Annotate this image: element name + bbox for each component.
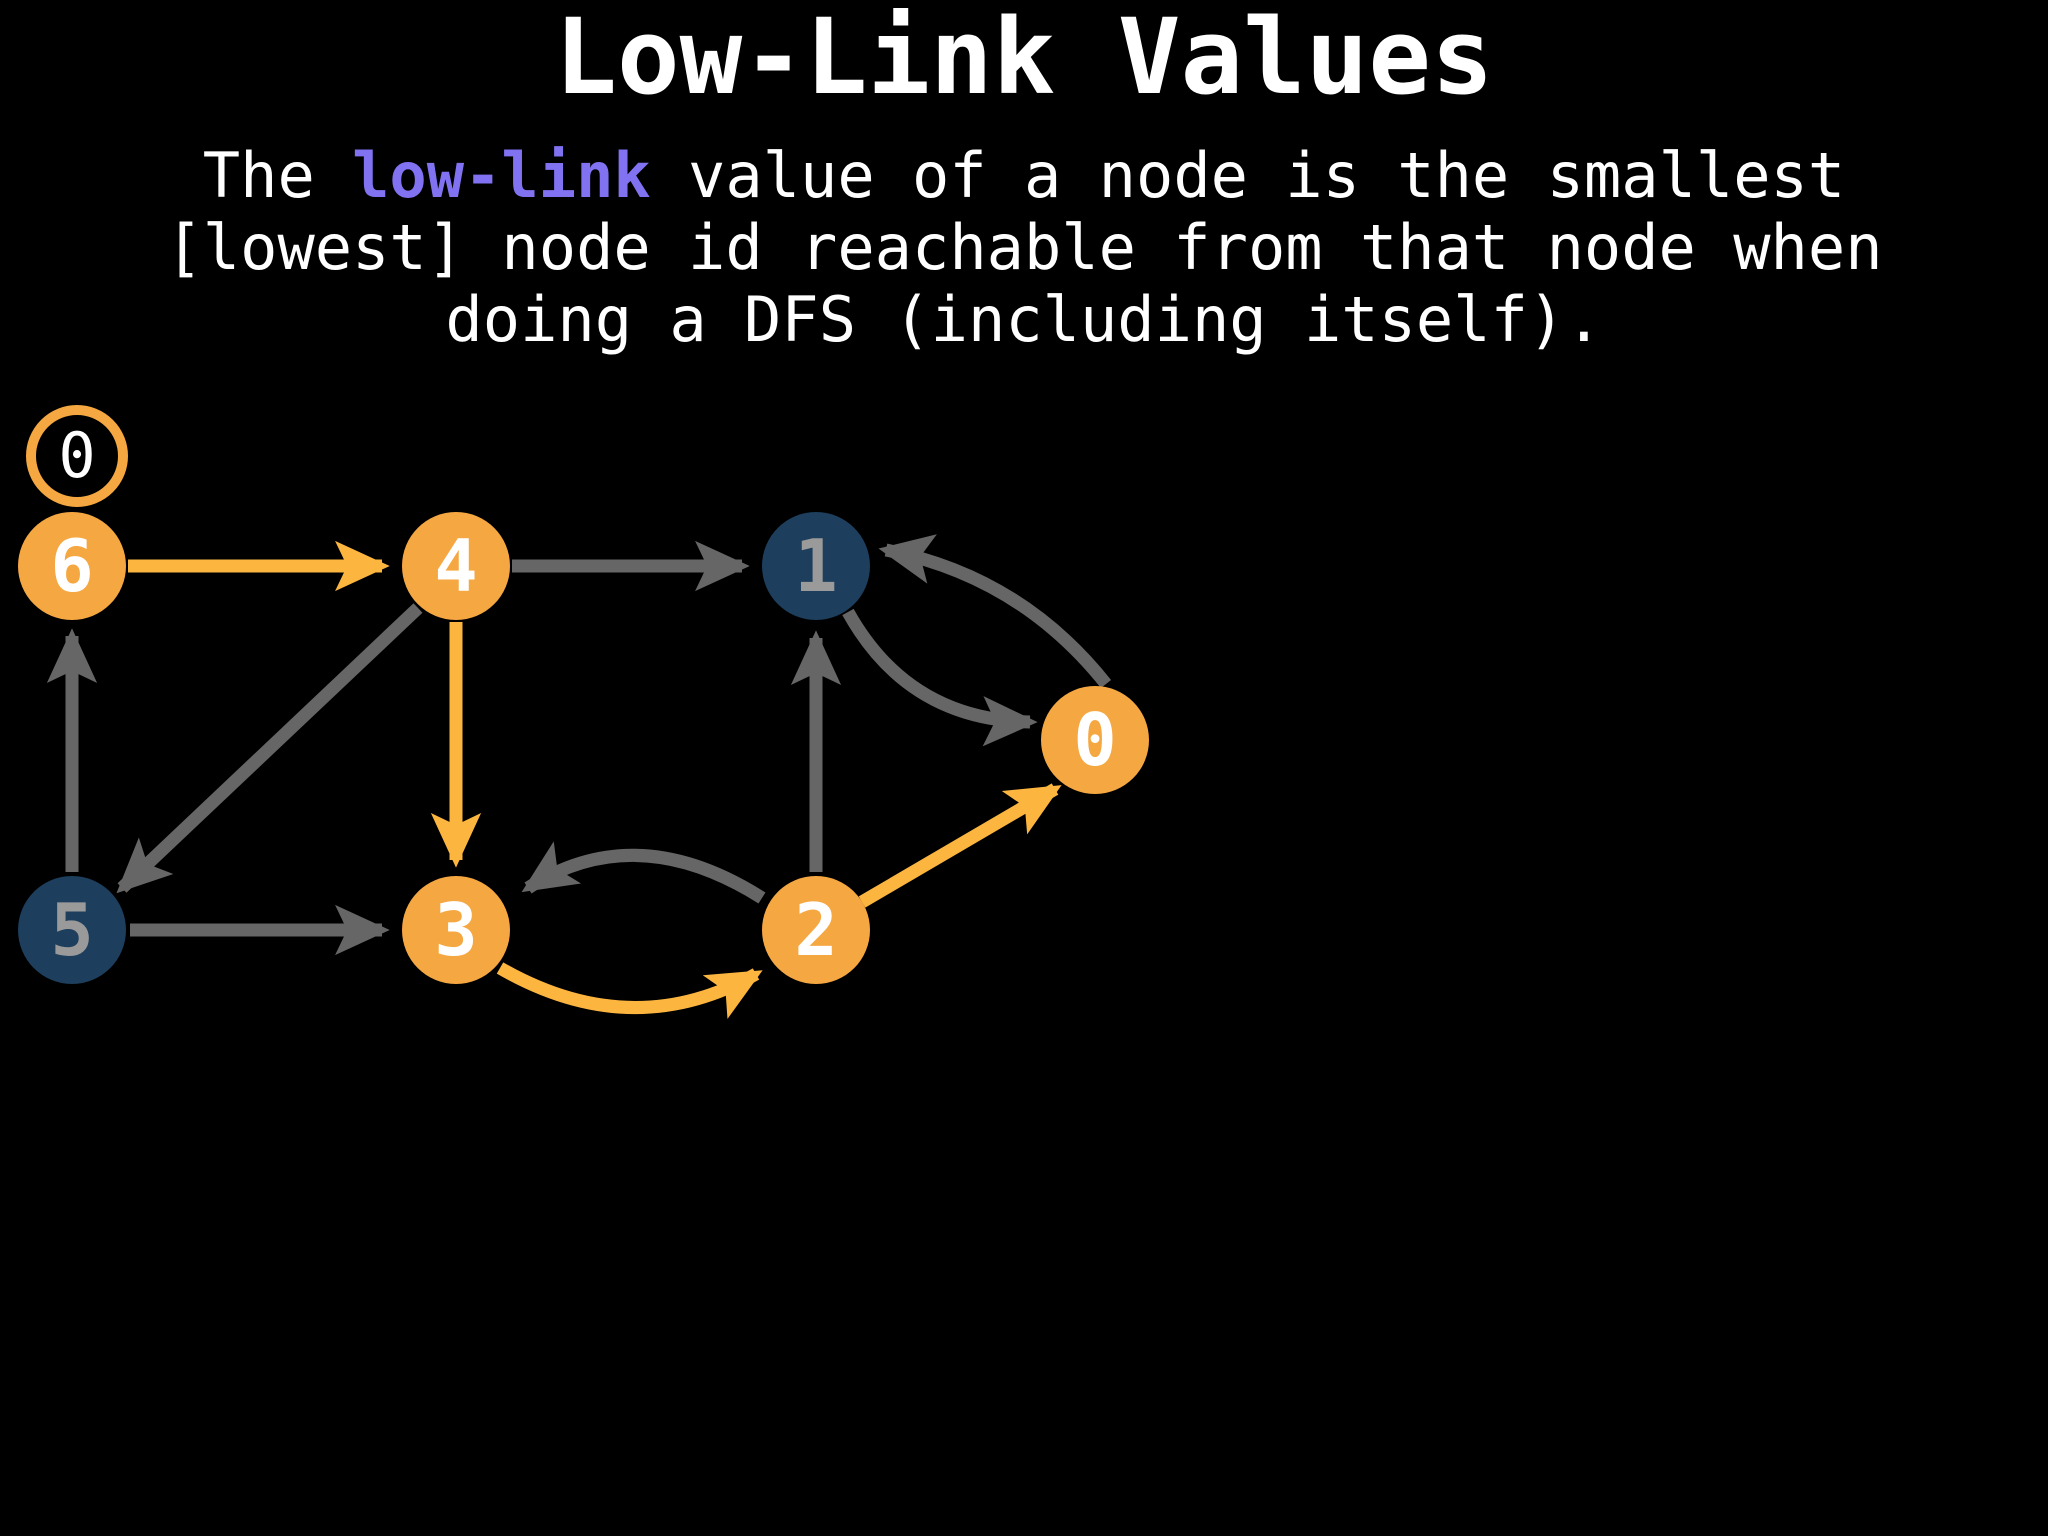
node-group: [18, 512, 1149, 984]
edge-group-visited: [128, 540, 1062, 1019]
node-3[interactable]: [402, 876, 510, 984]
low-link-badge-ring: [26, 405, 128, 507]
subtitle-line-2: [lowest] node id reachable from that nod…: [165, 211, 1883, 284]
node-1[interactable]: [762, 512, 870, 620]
subtitle-line-3: doing a DFS (including itself).: [445, 283, 1603, 356]
low-link-badge-label: 0: [58, 419, 96, 492]
edge-group-unvisited: [46, 534, 1112, 956]
node-0[interactable]: [1041, 686, 1149, 794]
edge-1-to-0: [842, 608, 1038, 747]
subtitle-line-1: The low-link value of a node is the smal…: [0, 140, 2048, 212]
slide-subtitle: The low-link value of a node is the smal…: [0, 140, 2048, 356]
edge-4-to-5: [116, 603, 423, 894]
subtitle-highlight-low-link: low-link: [352, 139, 651, 212]
edge-2-to-0: [858, 783, 1062, 908]
edge-3-to-2: [496, 962, 763, 1019]
subtitle-line-1-after: value of a node is the smallest: [650, 139, 1846, 212]
node-5[interactable]: [18, 876, 126, 984]
edge-2-to-3: [521, 841, 766, 904]
edge-0-to-1: [878, 534, 1112, 689]
low-link-badge: [26, 405, 128, 507]
node-6[interactable]: [18, 512, 126, 620]
page-title: Low-Link Values: [554, 0, 1494, 118]
node-2[interactable]: [762, 876, 870, 984]
subtitle-line-1-before: The: [202, 139, 353, 212]
node-4[interactable]: [402, 512, 510, 620]
